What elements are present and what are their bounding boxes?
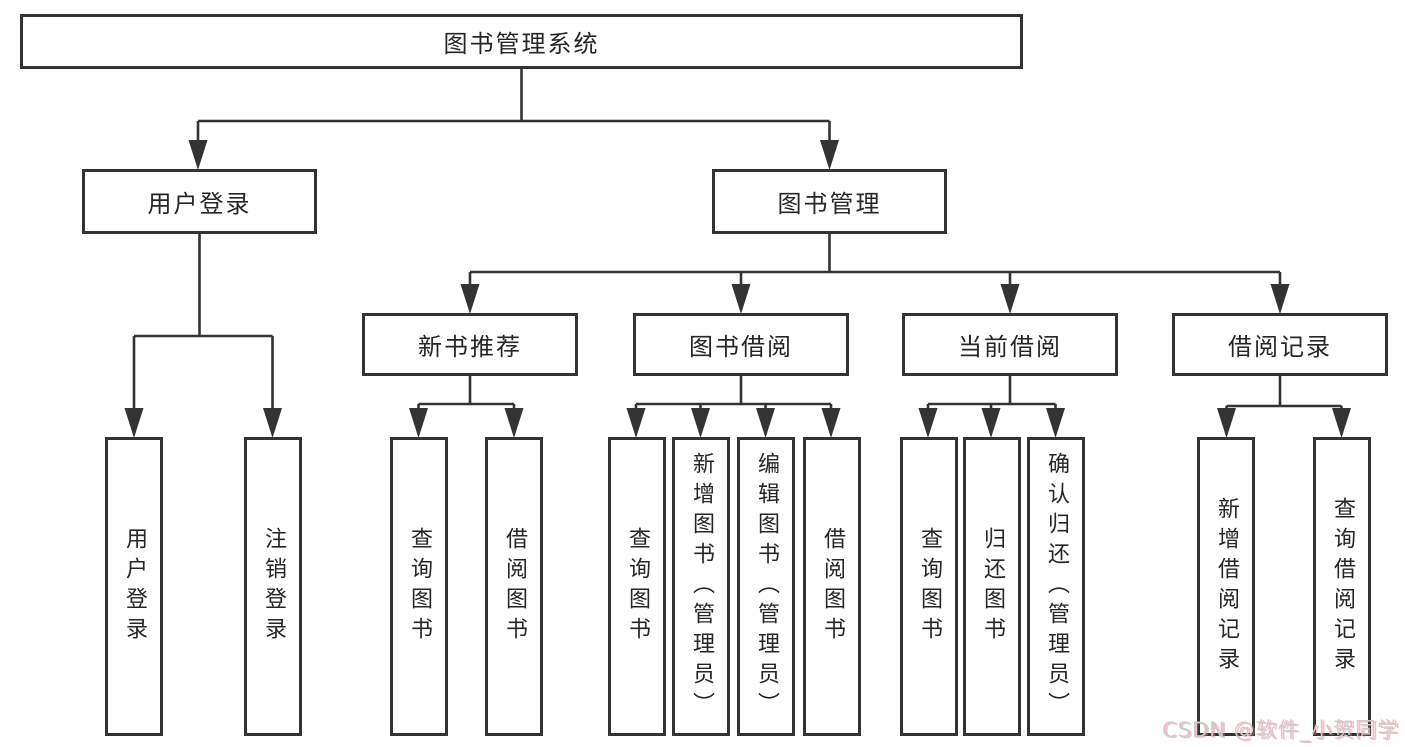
node-library-system: 图书管理系统 bbox=[20, 14, 1023, 69]
leaf-logout: 注销登录 bbox=[244, 437, 302, 736]
csdn-watermark: CSDN @软件_小贺同学 bbox=[1161, 718, 1399, 742]
leaf-borrow-books-borrowing: 借阅图书 bbox=[803, 437, 861, 736]
node-borrowing-records: 借阅记录 bbox=[1172, 313, 1388, 376]
leaf-user-login: 用户登录 bbox=[105, 437, 163, 736]
leaf-return-books: 归还图书 bbox=[963, 437, 1021, 736]
node-current-borrowing: 当前借阅 bbox=[902, 313, 1118, 376]
leaf-confirm-return-admin: 确认归还（管理员） bbox=[1027, 437, 1085, 736]
leaf-query-books-borrowing: 查询图书 bbox=[608, 437, 666, 736]
node-book-management: 图书管理 bbox=[712, 169, 947, 234]
leaf-add-borrow-record: 新增借阅记录 bbox=[1197, 437, 1255, 736]
leaf-query-books-current: 查询图书 bbox=[900, 437, 958, 736]
node-new-book-recommend: 新书推荐 bbox=[362, 313, 578, 376]
leaf-borrow-books-recommend: 借阅图书 bbox=[485, 437, 543, 736]
leaf-query-books-recommend: 查询图书 bbox=[390, 437, 448, 736]
leaf-add-books-admin: 新增图书（管理员） bbox=[672, 437, 730, 736]
node-user-login: 用户登录 bbox=[82, 169, 317, 234]
node-book-borrowing: 图书借阅 bbox=[633, 313, 849, 376]
leaf-edit-books-admin: 编辑图书（管理员） bbox=[737, 437, 795, 736]
leaf-query-borrow-record: 查询借阅记录 bbox=[1313, 437, 1371, 736]
